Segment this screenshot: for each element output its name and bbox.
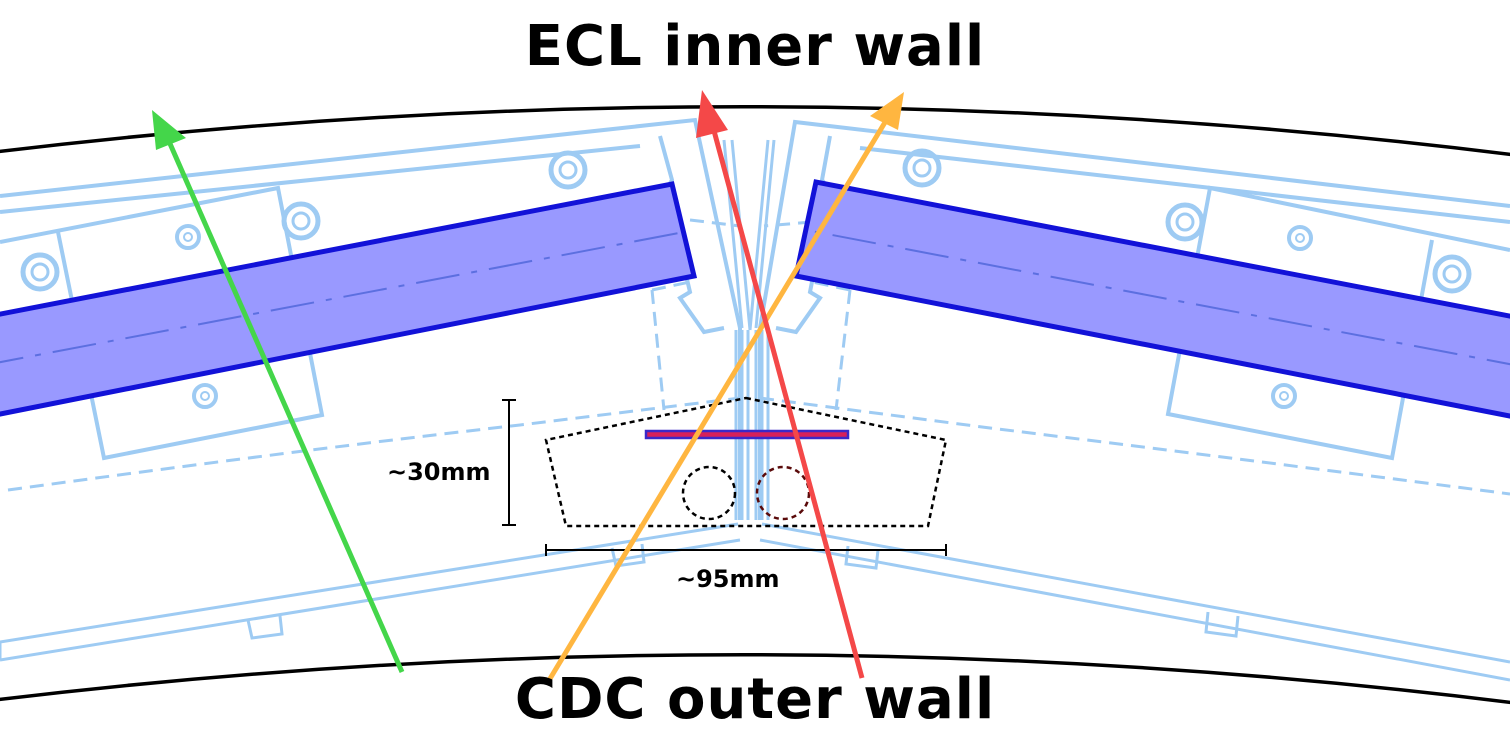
width-dimension-label: ~95mm [676,565,780,593]
width-dimension-line [545,544,947,556]
lower-support-panels [0,522,1510,682]
track-green [152,110,405,674]
ecl-inner-wall-label: ECL inner wall [524,14,986,79]
dashed-boundary [7,218,1510,496]
arrow-head-icon [696,90,728,138]
plate [644,429,850,440]
cable-right [755,465,811,521]
crystal-right [793,179,1510,419]
right-module [748,119,1510,520]
height-dimension-label: ~30mm [387,458,491,486]
cable-left [681,465,737,521]
bolt-icon [20,148,1472,409]
cdc-outer-wall [0,653,1510,705]
arrow-head-icon [152,110,186,150]
track-orange [545,92,904,684]
arrow-head-icon [870,92,904,130]
cdc-outer-wall-label: CDC outer wall [514,667,996,732]
service-region-outline [544,396,948,528]
crystal-left [0,181,698,417]
track-red [696,90,865,679]
height-dimension-line [502,399,516,526]
ecl-inner-wall [0,105,1510,157]
